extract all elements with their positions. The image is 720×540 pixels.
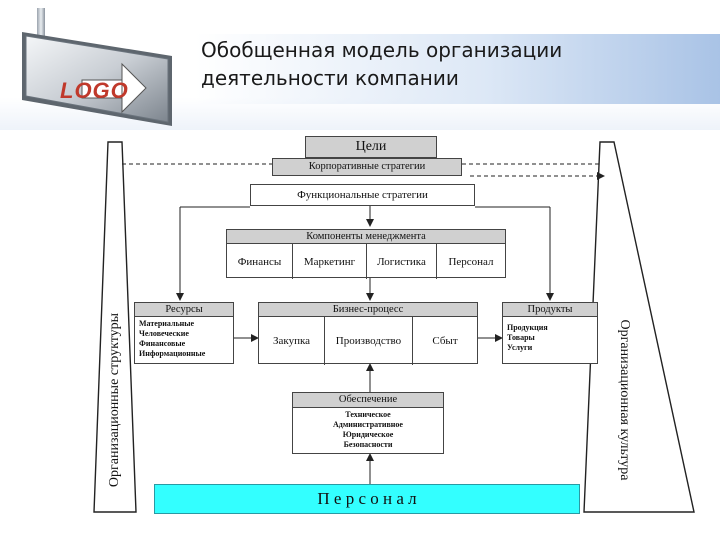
- product-item: Товары: [507, 333, 535, 342]
- support-item: Безопасности: [343, 440, 393, 449]
- resource-item: Человеческие: [139, 329, 189, 338]
- bp-item-sales: Сбыт: [432, 335, 458, 347]
- right-side-label: Организационная культура: [617, 319, 632, 481]
- business-process-box: Бизнес-процесс Закупка Производство Сбыт: [258, 302, 478, 365]
- resource-item: Информационные: [139, 349, 206, 358]
- products-box: Продукты Продукция Товары Услуги: [502, 302, 598, 364]
- products-title: Продукты: [503, 303, 597, 317]
- support-item: Техническое: [345, 410, 391, 419]
- support-item: Административное: [333, 420, 403, 429]
- logo-text: LOGO: [60, 78, 129, 103]
- management-components-title: Компоненты менеджмента: [227, 230, 505, 244]
- page-title: Обобщенная модель организации деятельнос…: [201, 36, 562, 92]
- mgmt-item-logistics: Логистика: [367, 244, 437, 279]
- support-item: Юридическое: [342, 430, 394, 439]
- title-line-1: Обобщенная модель организации: [201, 38, 563, 62]
- mgmt-item-marketing: Маркетинг: [293, 244, 367, 279]
- right-triangle: [583, 141, 695, 513]
- support-box: Обеспечение Техническое Административное…: [292, 392, 444, 454]
- functional-strategies-box: Функциональные стратегии: [250, 184, 475, 206]
- header-gradient-band: [195, 34, 720, 104]
- product-item: Продукция: [507, 323, 548, 332]
- logo-pole: [37, 8, 45, 36]
- organization-model-diagram: Цели Корпоративные стратегии Функциональ…: [0, 130, 720, 540]
- resource-item: Финансовые: [139, 339, 186, 348]
- goals-label: Цели: [355, 139, 387, 154]
- resources-list: Материальные Человеческие Финансовые Инф…: [135, 317, 233, 361]
- functional-strategies-label: Функциональные стратегии: [297, 189, 428, 201]
- products-list: Продукция Товары Услуги: [503, 317, 597, 355]
- management-components-box: Компоненты менеджмента Финансы Маркетинг…: [226, 229, 506, 279]
- corporate-strategy-label: Корпоративные стратегии: [308, 161, 426, 172]
- resources-title: Ресурсы: [135, 303, 233, 317]
- mgmt-item-finance: Финансы: [227, 244, 293, 279]
- logo-sign-icon: [22, 32, 172, 126]
- resources-box: Ресурсы Материальные Человеческие Финанс…: [134, 302, 234, 364]
- business-process-title: Бизнес-процесс: [259, 303, 477, 317]
- support-title: Обеспечение: [293, 393, 443, 408]
- support-list: Техническое Административное Юридическое…: [293, 408, 443, 452]
- product-item: Услуги: [507, 343, 533, 352]
- diagram-connectors: [93, 141, 695, 513]
- bp-item-production: Производство: [325, 317, 413, 365]
- bp-item-purchasing: Закупка: [259, 317, 325, 365]
- mgmt-item-personnel: Персонал: [448, 255, 494, 268]
- left-side-label: Организационные структуры: [107, 312, 122, 488]
- resource-item: Материальные: [139, 319, 195, 328]
- corporate-strategy-box: Корпоративные стратегии: [272, 158, 462, 176]
- personnel-bar-label: П е р с о н а л: [317, 489, 417, 508]
- personnel-bar: П е р с о н а л: [154, 484, 580, 514]
- title-line-2: деятельности компании: [201, 66, 459, 90]
- goals-box: Цели: [305, 136, 437, 158]
- left-triangle: [93, 141, 137, 513]
